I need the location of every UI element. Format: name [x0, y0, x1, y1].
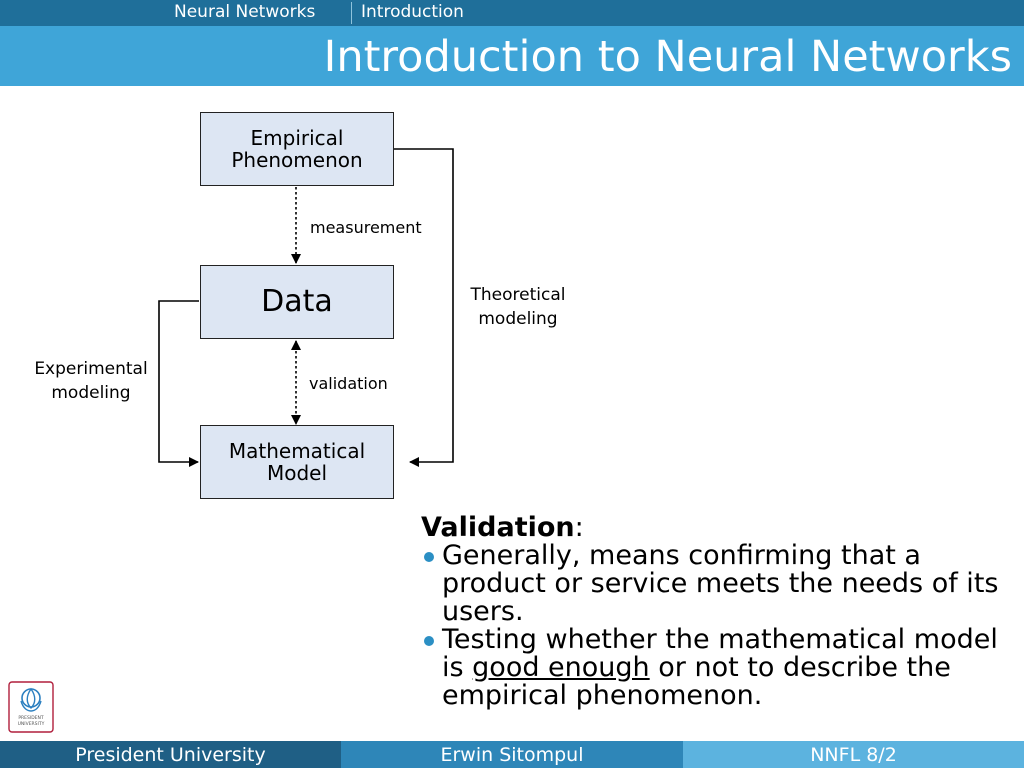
bullet-dot	[424, 552, 434, 562]
validation-heading-line: Validation:	[421, 514, 1011, 542]
experimental-modeling-arrow	[158, 300, 199, 467]
nav-divider	[351, 2, 352, 24]
box-empirical-phenomenon: Empirical Phenomenon	[200, 112, 394, 186]
box-mathematical-model: Mathematical Model	[200, 425, 394, 499]
label-theoretical-modeling: Theoretical modeling	[470, 285, 566, 329]
svg-text:PRESIDENT: PRESIDENT	[18, 715, 44, 721]
svg-text:UNIVERSITY: UNIVERSITY	[18, 721, 45, 727]
theoretical-modeling-arrow	[394, 148, 454, 467]
page-title: Introduction to Neural Networks	[323, 32, 1012, 82]
validation-text: Validation: Generally, means confirming …	[421, 514, 1011, 710]
label-experimental-modeling: Experimental modeling	[34, 359, 148, 403]
bullet-text-2-underlined: good enough	[472, 652, 650, 683]
bullet-dot	[424, 636, 434, 646]
bullet-text-2-before: Testing whether the mathematical model i…	[442, 624, 998, 683]
president-university-logo: PRESIDENT UNIVERSITY	[8, 681, 54, 733]
footer-university: President University	[0, 741, 341, 768]
label-measurement: measurement	[310, 218, 422, 237]
nav-section[interactable]: Neural Networks	[174, 2, 316, 22]
label-validation: validation	[309, 374, 388, 393]
bullet-text-2-after: or not to describe the empirical phenome…	[442, 652, 951, 711]
top-nav: Neural Networks Introduction	[0, 0, 1024, 26]
bullet-item-2: Testing whether the mathematical model i…	[421, 626, 1011, 710]
title-bar: Introduction to Neural Networks	[0, 26, 1024, 86]
nav-subsection[interactable]: Introduction	[361, 2, 464, 22]
box-data: Data	[200, 265, 394, 339]
footer-slide-number: NNFL 8/2	[683, 741, 1024, 768]
footer-author: Erwin Sitompul	[341, 741, 683, 768]
heading-colon: :	[574, 512, 584, 543]
bullet-item-1: Generally, means confirming that a produ…	[421, 542, 1011, 626]
footer: President University Erwin Sitompul NNFL…	[0, 741, 1024, 768]
bullet-text-1: Generally, means confirming that a produ…	[442, 540, 999, 627]
validation-heading: Validation	[421, 512, 575, 543]
